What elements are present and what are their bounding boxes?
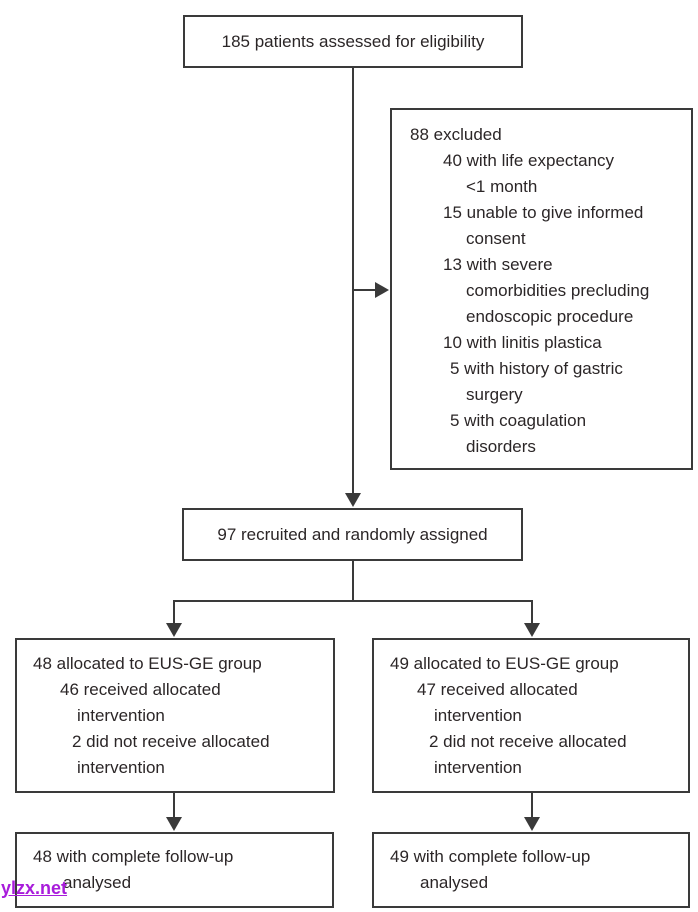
box-followup-right: 49 with complete follow-up analysed [372, 832, 690, 908]
box-randomised: 97 recruited and randomly assigned [182, 508, 523, 561]
box-excluded-line: comorbidities precluding [466, 281, 650, 300]
box-allocation-left: 48 allocated to EUS-GE group 46 received… [15, 638, 335, 793]
box-allocation-left-line: 2 did not receive allocated [72, 732, 270, 751]
box-allocation-right-line: 2 did not receive allocated [429, 732, 627, 751]
box-excluded: 88 excluded 40 with life expectancy <1 m… [390, 108, 693, 470]
box-allocation-left-line: 46 received allocated [60, 680, 221, 699]
connector-split-horizontal [173, 600, 533, 602]
box-followup-left: 48 with complete follow-up analysed [15, 832, 334, 908]
arrowhead-into-followup-left [166, 817, 182, 831]
box-allocation-right-line: 47 received allocated [417, 680, 578, 699]
connector-eligibility-to-randomised [352, 68, 354, 493]
box-excluded-line: 5 with history of gastric [450, 359, 623, 378]
connector-randomised-to-split [352, 561, 354, 601]
connector-allocation-right-to-followup [531, 793, 533, 818]
box-excluded-line: 5 with coagulation [450, 411, 587, 430]
box-randomised-text: 97 recruited and randomly assigned [217, 524, 488, 544]
arrowhead-into-followup-right [524, 817, 540, 831]
connector-allocation-left-to-followup [173, 793, 175, 818]
arrowhead-into-randomised [345, 493, 361, 507]
box-followup-right-line: analysed [420, 873, 489, 892]
watermark: ylzx.net [1, 878, 68, 898]
box-excluded-line: 10 with linitis plastica [443, 333, 602, 352]
box-excluded-line: 88 excluded [410, 125, 502, 144]
box-eligibility: 185 patients assessed for eligibility [183, 15, 523, 68]
box-excluded-line: endoscopic procedure [466, 307, 634, 326]
box-excluded-line: 13 with severe [443, 255, 553, 274]
box-allocation-right-line: intervention [434, 758, 522, 777]
box-excluded-line: disorders [466, 437, 536, 456]
box-excluded-line: surgery [466, 385, 523, 404]
arrowhead-into-allocation-left [166, 623, 182, 637]
box-excluded-line: <1 month [466, 177, 538, 196]
box-allocation-right: 49 allocated to EUS-GE group 47 received… [372, 638, 690, 793]
box-excluded-line: 15 unable to give informed [443, 203, 644, 222]
box-followup-right-line: 49 with complete follow-up [390, 847, 591, 866]
box-allocation-left-line: intervention [77, 758, 165, 777]
box-followup-left-line: 48 with complete follow-up [33, 847, 234, 866]
box-allocation-left-line: intervention [77, 706, 165, 725]
connector-to-excluded [353, 289, 376, 291]
box-allocation-left-line: 48 allocated to EUS-GE group [33, 654, 262, 673]
box-allocation-right-line: 49 allocated to EUS-GE group [390, 654, 619, 673]
box-allocation-right-line: intervention [434, 706, 522, 725]
arrowhead-into-allocation-right [524, 623, 540, 637]
box-eligibility-text: 185 patients assessed for eligibility [221, 31, 485, 51]
connector-split-left [173, 600, 175, 624]
connector-split-right [531, 600, 533, 624]
box-excluded-line: consent [466, 229, 526, 248]
box-excluded-line: 40 with life expectancy [443, 151, 615, 170]
arrowhead-into-excluded [375, 282, 389, 298]
box-followup-left-line: analysed [63, 873, 132, 892]
